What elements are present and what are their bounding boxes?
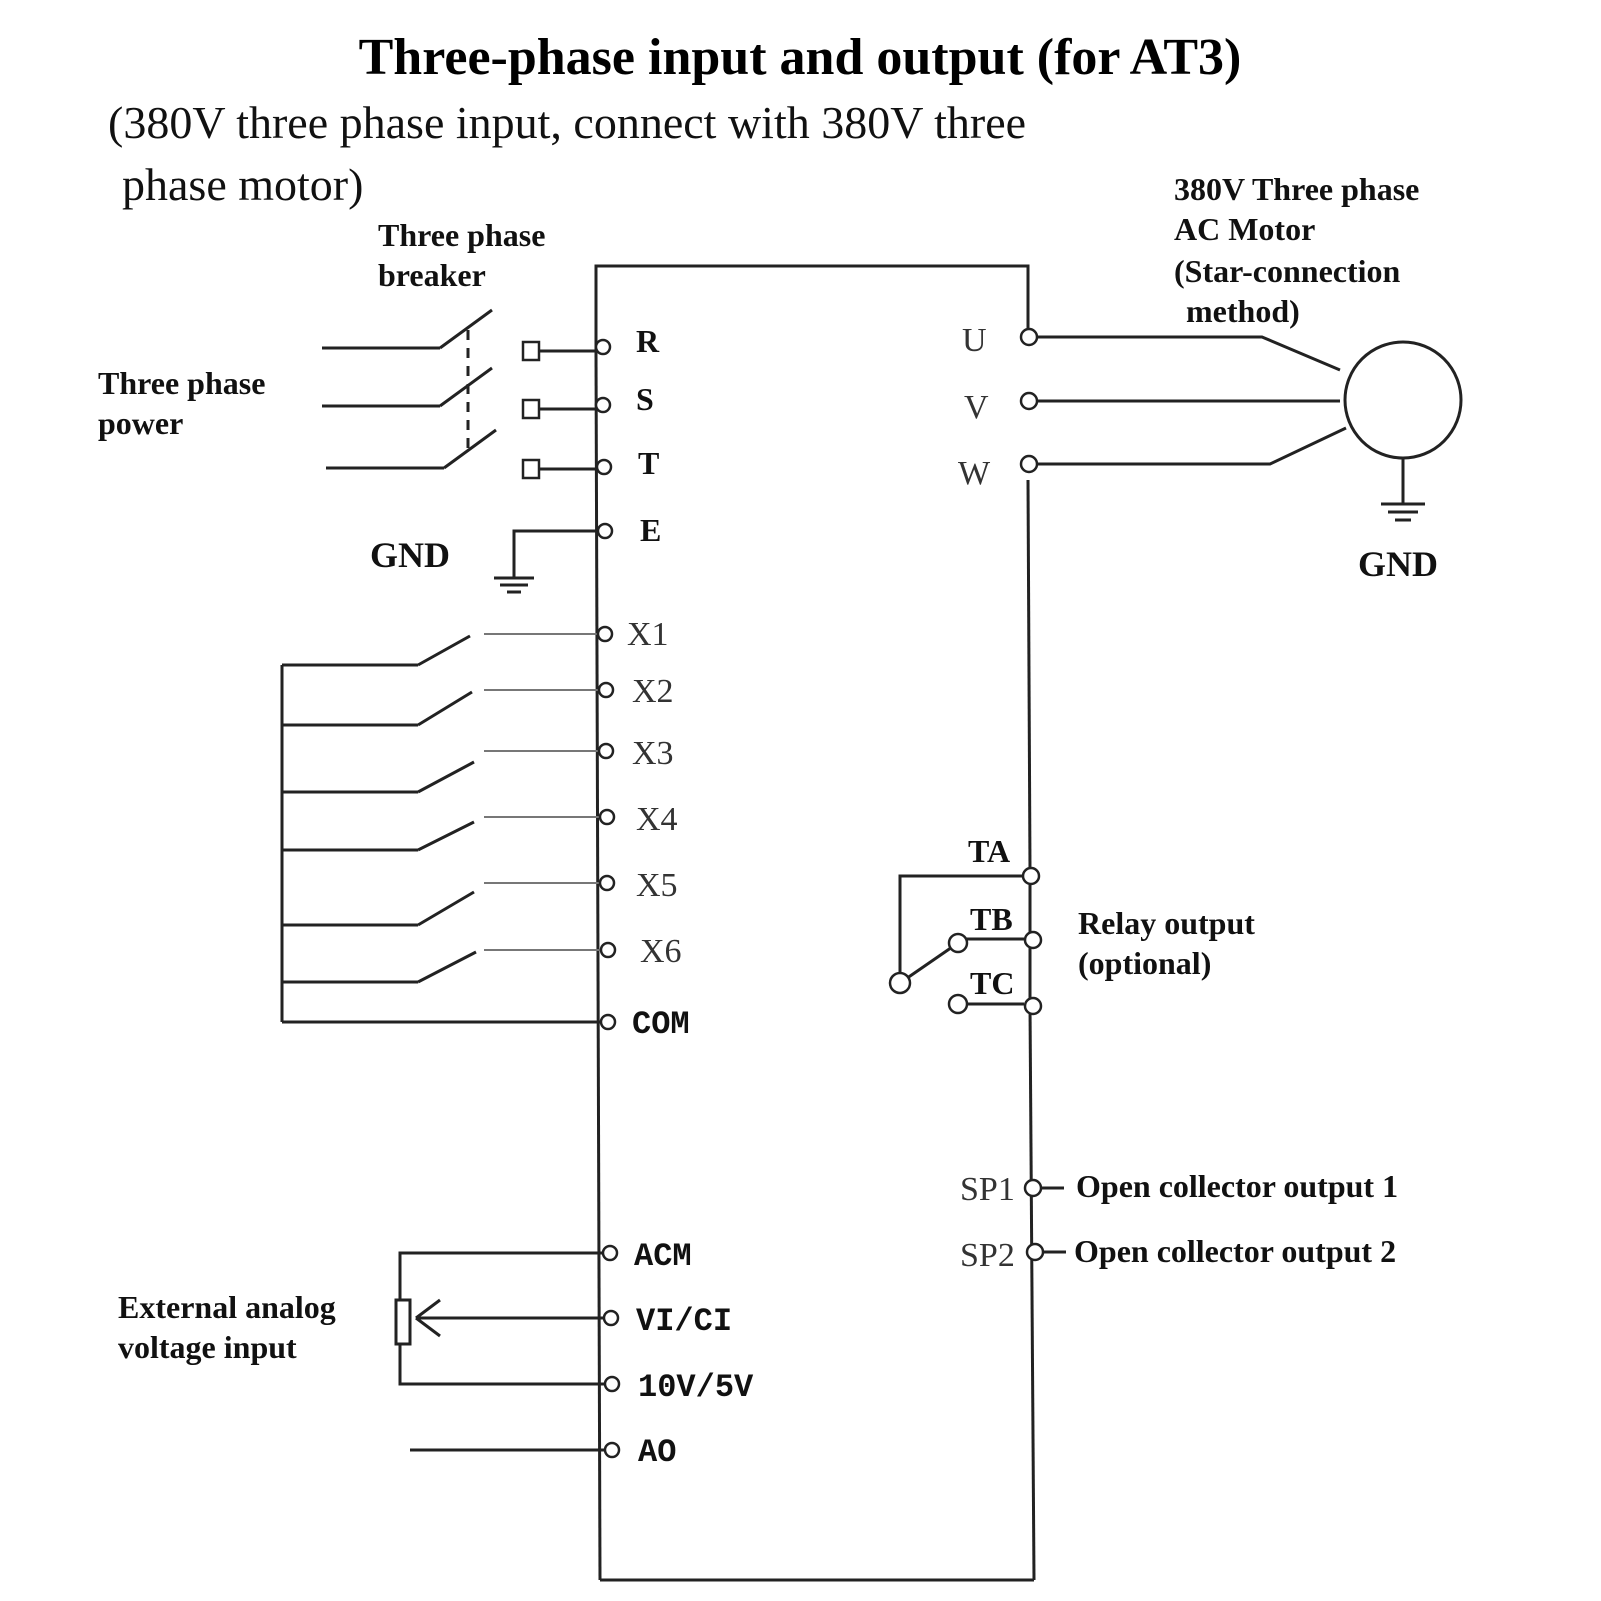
terminal-ao-label: AO xyxy=(638,1434,676,1471)
terminal-w-label: W xyxy=(958,455,991,492)
motor-wiring xyxy=(1036,335,1463,522)
three-phase-breaker xyxy=(322,308,600,480)
terminal-ta-label: TA xyxy=(968,833,1010,869)
terminal-tc-label: TC xyxy=(970,965,1014,1001)
ground-left xyxy=(494,529,600,594)
relay-label-line-2: (optional) xyxy=(1078,945,1211,981)
analog-label-line-1: External analog xyxy=(118,1289,336,1325)
terminal-10v-5v-label: 10V/5V xyxy=(638,1369,754,1406)
terminal-x6-label: X6 xyxy=(640,933,682,970)
oc1-label: Open collector output 1 xyxy=(1076,1168,1398,1204)
motor-label-line-4: method) xyxy=(1186,293,1300,329)
terminal-x1-label: X1 xyxy=(627,616,669,653)
terminal-x5-label: X5 xyxy=(636,867,678,904)
terminal-x3-label: X3 xyxy=(632,735,674,772)
power-label-line-1: Three phase xyxy=(98,365,265,401)
terminal-e-label: E xyxy=(640,512,661,548)
breaker-label-line-2: breaker xyxy=(378,257,486,293)
inverter-body xyxy=(594,264,1036,1582)
terminal-s-label: S xyxy=(636,381,654,417)
terminal-circles xyxy=(594,327,1045,1459)
terminal-x4-label: X4 xyxy=(636,801,678,838)
terminal-com-label: COM xyxy=(632,1006,690,1043)
gnd-left-label: GND xyxy=(370,535,450,575)
gnd-right-label: GND xyxy=(1358,544,1438,584)
terminal-tb-label: TB xyxy=(970,901,1013,937)
terminal-u-label: U xyxy=(962,322,987,359)
terminal-sp1-label: SP1 xyxy=(960,1171,1015,1208)
terminal-r-label: R xyxy=(636,323,660,359)
motor-label-line-1: 380V Three phase xyxy=(1174,171,1419,207)
motor-label-line-2: AC Motor xyxy=(1174,211,1315,247)
oc2-label: Open collector output 2 xyxy=(1074,1233,1396,1269)
terminal-vi-ci-label: VI/CI xyxy=(636,1303,732,1340)
motor-label-line-3: (Star-connection xyxy=(1174,253,1401,289)
breaker-label-line-1: Three phase xyxy=(378,217,545,253)
terminal-v-label: V xyxy=(964,389,989,426)
analog-label-line-2: voltage input xyxy=(118,1329,297,1365)
subtitle-line-1: (380V three phase input, connect with 38… xyxy=(108,97,1026,148)
digital-input-switches xyxy=(280,633,606,1024)
terminal-acm-label: ACM xyxy=(634,1238,692,1275)
terminal-x2-label: X2 xyxy=(632,673,674,710)
power-label-line-2: power xyxy=(98,405,183,441)
terminal-sp2-label: SP2 xyxy=(960,1237,1015,1274)
diagram-title: Three-phase input and output (for AT3) xyxy=(359,29,1242,86)
relay-label-line-1: Relay output xyxy=(1078,905,1255,941)
ac-motor-icon xyxy=(1343,340,1463,460)
analog-potentiometer xyxy=(394,1251,611,1452)
subtitle-line-2: phase motor) xyxy=(122,159,363,210)
terminal-t-label: T xyxy=(638,445,659,481)
